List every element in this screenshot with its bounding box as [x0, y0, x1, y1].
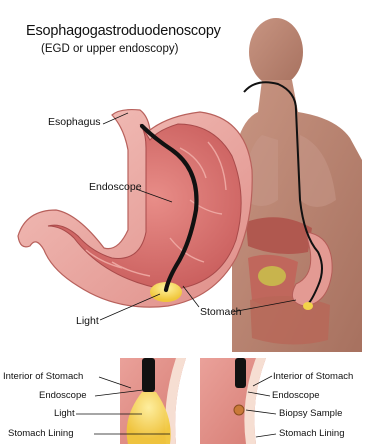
page-title: Esophagogastroduodenoscopy — [26, 23, 221, 39]
label-esophagus: Esophagus — [48, 116, 101, 128]
stomach-cross-section — [18, 110, 252, 308]
inset-right-label-interior: Interior of Stomach — [273, 371, 353, 382]
inset-right-label-lining: Stomach Lining — [279, 428, 344, 439]
label-light: Light — [76, 315, 99, 327]
inset-left-label-light: Light — [54, 408, 75, 419]
inset-left-label-endoscope: Endoscope — [39, 390, 87, 401]
inset-right-label-biopsy: Biopsy Sample — [279, 408, 342, 419]
inset-right — [200, 358, 266, 444]
inset-left — [120, 358, 186, 444]
inset-left-label-interior: Interior of Stomach — [3, 371, 83, 382]
label-stomach: Stomach — [200, 306, 241, 318]
inset-right-label-endoscope: Endoscope — [272, 390, 320, 401]
page-subtitle: (EGD or upper endoscopy) — [41, 43, 178, 55]
inset-left-label-lining: Stomach Lining — [8, 428, 73, 439]
label-endoscope: Endoscope — [89, 181, 142, 193]
